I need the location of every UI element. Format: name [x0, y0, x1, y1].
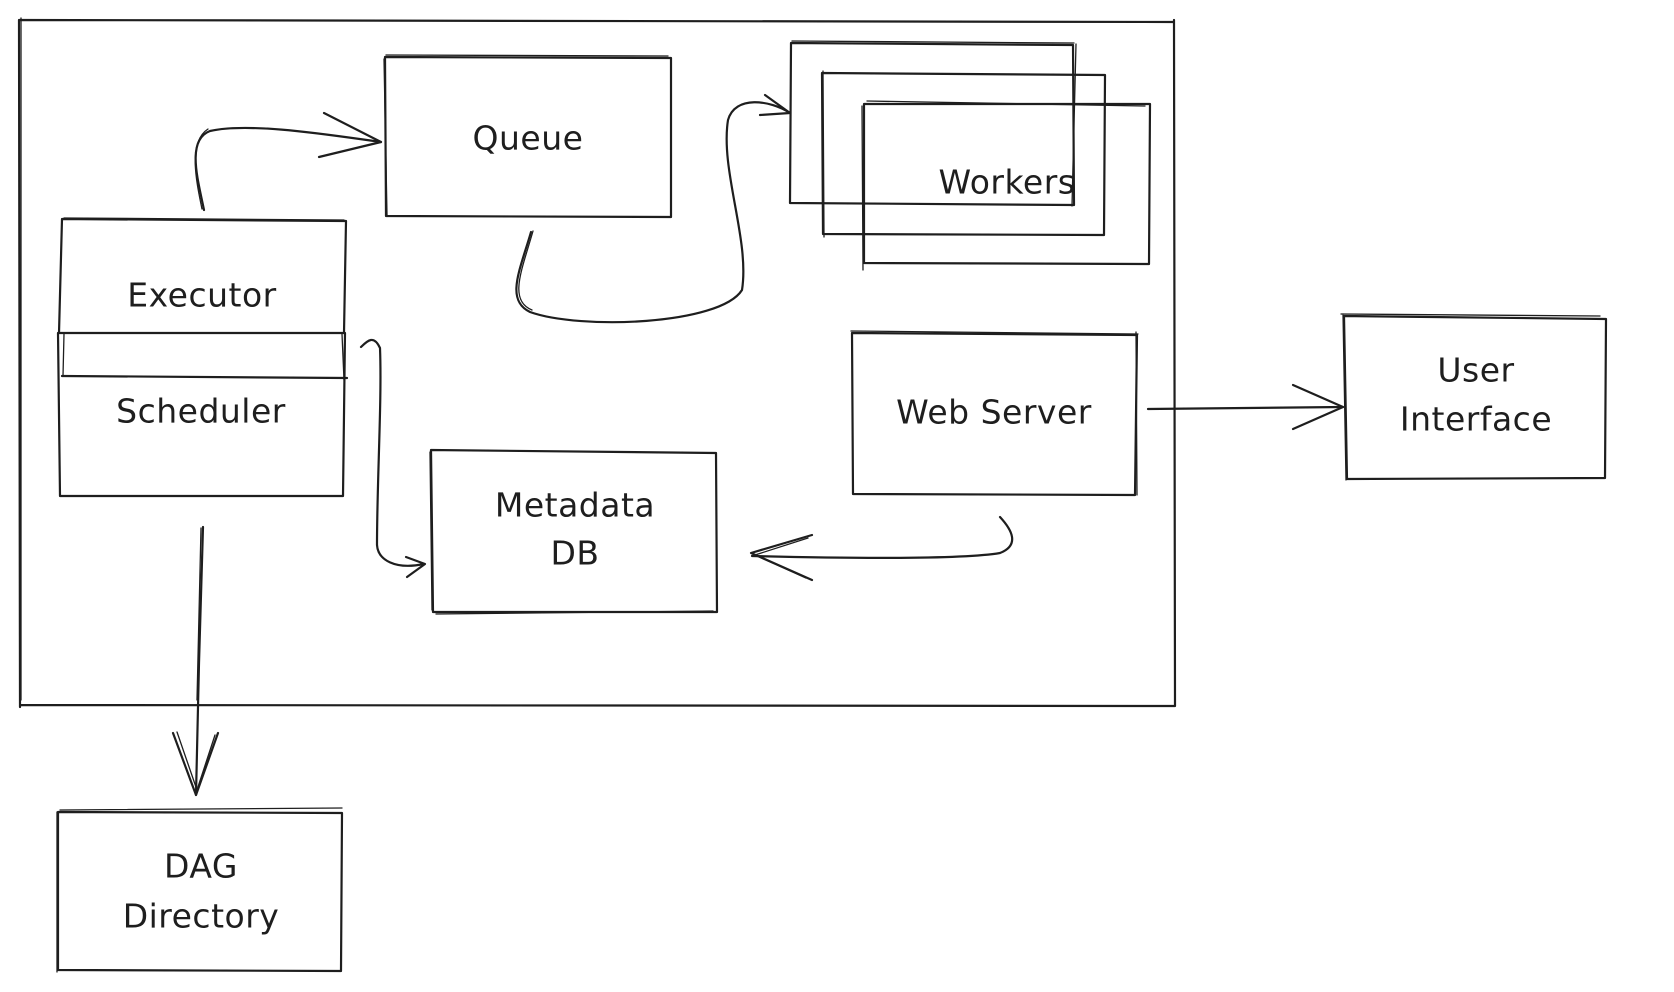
edge-web-server-to-metadata-db [749, 515, 1014, 582]
metadata-db-node[interactable]: Metadata DB [429, 448, 719, 615]
workers-node[interactable]: Workers [788, 40, 1152, 271]
queue-label: Queue [473, 119, 584, 158]
web-server-node[interactable]: Web Server [850, 330, 1139, 497]
workers-label: Workers [939, 163, 1076, 202]
arrowhead [1291, 383, 1345, 431]
user-interface-label-line2: Interface [1400, 400, 1552, 439]
worker-box-2 [820, 70, 1107, 238]
user-interface-node[interactable]: User Interface [1340, 313, 1608, 481]
scheduler-label: Scheduler [116, 392, 286, 431]
user-interface-label-line1: User [1437, 351, 1514, 390]
metadata-db-label-line1: Metadata [495, 486, 655, 525]
dag-directory-label-line1: DAG [164, 847, 238, 886]
web-server-label: Web Server [896, 393, 1092, 432]
edge-queue-to-workers [515, 93, 792, 324]
edge-scheduler-to-metadata-db [359, 338, 427, 579]
arrowhead [404, 555, 427, 579]
executor-node[interactable]: Executor [57, 217, 348, 335]
system-boundary [17, 17, 1177, 709]
scheduler-node[interactable]: Scheduler [56, 331, 349, 498]
edge-scheduler-to-dag-directory [171, 525, 220, 797]
dag-directory-label-line2: Directory [123, 897, 280, 936]
worker-box-1 [788, 40, 1077, 207]
metadata-db-label-line2: DB [550, 534, 599, 573]
arrowhead [317, 111, 383, 159]
executor-label: Executor [127, 276, 276, 315]
worker-box-3 [861, 100, 1152, 271]
edge-web-server-to-user-interface [1146, 383, 1345, 431]
arrowhead [758, 93, 792, 117]
arrowhead [171, 731, 220, 797]
dag-directory-node[interactable]: DAG Directory [56, 807, 344, 973]
queue-node[interactable]: Queue [383, 54, 673, 219]
edge-executor-to-queue [194, 111, 383, 212]
